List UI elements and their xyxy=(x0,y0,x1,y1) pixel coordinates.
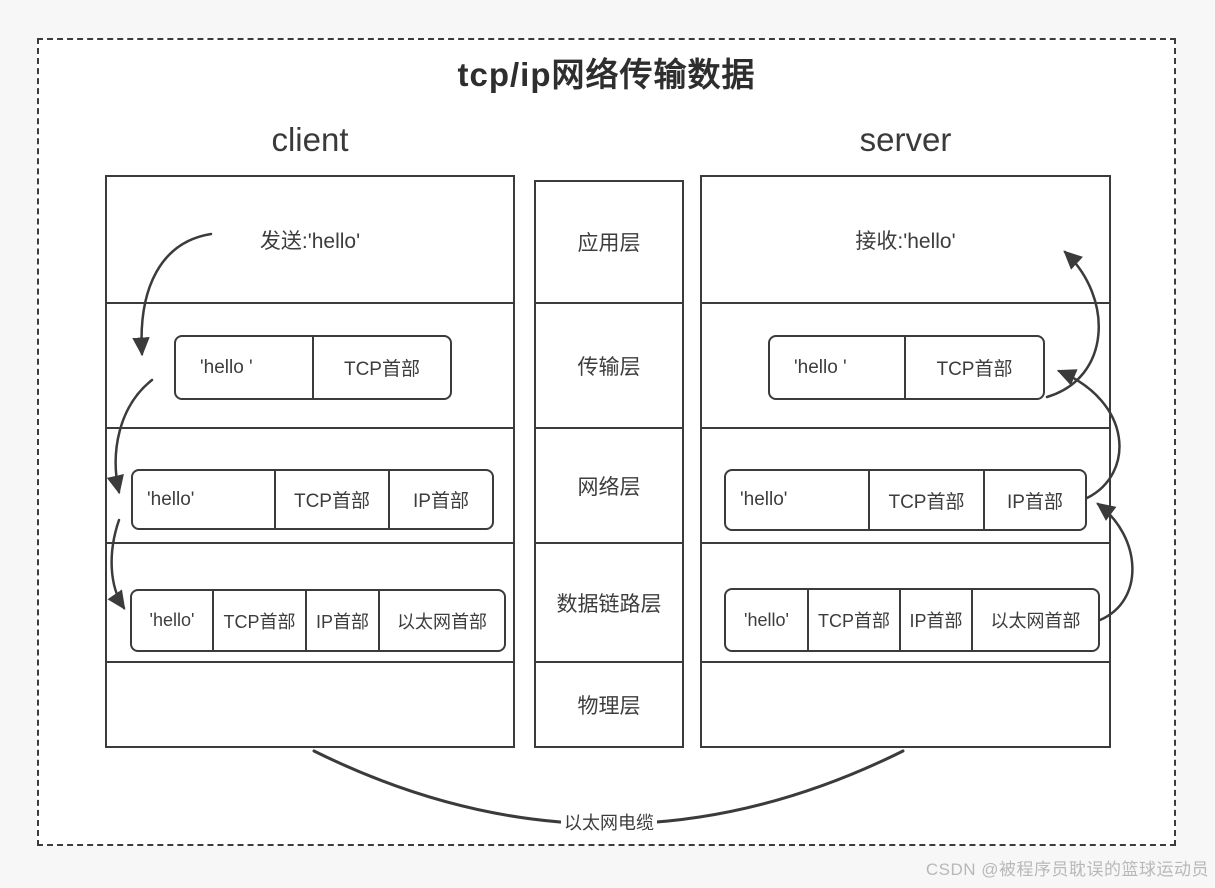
layer-label-physical: 物理层 xyxy=(577,694,641,718)
layer-label-transport: 传输层 xyxy=(577,355,641,379)
packet-cell-ethernet-header: 以太网首部 xyxy=(397,611,487,632)
layer-row-network: 网络层 xyxy=(536,429,682,544)
client-heading: client xyxy=(271,121,349,158)
client-transport-packet: 'hello ' TCP首部 xyxy=(174,335,452,400)
packet-cell-ip-header: IP首部 xyxy=(901,590,973,650)
server-transport-packet: 'hello ' TCP首部 xyxy=(768,335,1045,400)
server-receive-text: 接收:'hello' xyxy=(855,229,956,253)
client-physical-row xyxy=(107,663,513,746)
protocol-layer-column: 应用层 传输层 网络层 数据链路层 物理层 xyxy=(534,180,684,748)
packet-cell-tcp-header: TCP首部 xyxy=(214,591,307,650)
packet-cell-ip-header: IP首部 xyxy=(413,491,469,512)
server-stack: 接收:'hello' xyxy=(700,175,1111,748)
packet-cell-ip-header: IP首部 xyxy=(1007,491,1063,513)
packet-cell-tcp-header: TCP首部 xyxy=(870,471,985,529)
diagram-frame: tcp/ip网络传输数据 client server 发送:'hello' 应用… xyxy=(37,38,1176,846)
ethernet-cable-label: 以太网电缆 xyxy=(561,809,657,835)
layer-row-physical: 物理层 xyxy=(536,663,682,746)
packet-cell-payload: 'hello' xyxy=(726,590,809,650)
server-transport-row xyxy=(702,304,1109,429)
server-application-row: 接收:'hello' xyxy=(702,177,1109,304)
packet-cell-payload: 'hello ' xyxy=(176,337,314,398)
client-application-row: 发送:'hello' xyxy=(107,177,513,304)
client-network-row xyxy=(107,429,513,544)
layer-label-datalink: 数据链路层 xyxy=(556,592,662,616)
client-stack: 发送:'hello' xyxy=(105,175,515,748)
server-datalink-row xyxy=(702,544,1109,663)
client-datalink-packet: 'hello' TCP首部 IP首部 以太网首部 xyxy=(130,589,506,652)
packet-cell-ethernet-header: 以太网首部 xyxy=(990,611,1081,631)
server-network-packet: 'hello' TCP首部 IP首部 xyxy=(724,469,1087,531)
packet-cell-payload: 'hello' xyxy=(133,471,276,528)
client-transport-row xyxy=(107,304,513,429)
client-datalink-row xyxy=(107,544,513,663)
layer-label-application: 应用层 xyxy=(577,232,641,255)
layer-row-application: 应用层 xyxy=(536,182,682,304)
client-send-text: 发送:'hello' xyxy=(259,229,361,253)
packet-cell-payload: 'hello' xyxy=(132,591,214,650)
layer-row-transport: 传输层 xyxy=(536,304,682,429)
server-datalink-packet: 'hello' TCP首部 IP首部 以太网首部 xyxy=(724,588,1100,652)
packet-cell-payload: 'hello' xyxy=(726,471,870,529)
client-network-packet: 'hello' TCP首部 IP首部 xyxy=(131,469,494,530)
server-network-row xyxy=(702,429,1109,544)
packet-cell-payload: 'hello ' xyxy=(770,337,906,398)
watermark: CSDN @被程序员耽误的篮球运动员 xyxy=(925,860,1209,879)
server-physical-row xyxy=(702,663,1109,746)
packet-cell-tcp-header: TCP首部 xyxy=(936,359,1013,380)
packet-cell-tcp-header: TCP首部 xyxy=(276,471,390,528)
packet-cell-tcp-header: TCP首部 xyxy=(343,359,420,380)
packet-cell-tcp-header: TCP首部 xyxy=(809,590,901,650)
packet-cell-ip-header: IP首部 xyxy=(307,591,380,650)
server-heading: server xyxy=(859,121,952,158)
diagram-title: tcp/ip网络传输数据 xyxy=(457,56,756,93)
layer-row-datalink: 数据链路层 xyxy=(536,544,682,663)
layer-label-network: 网络层 xyxy=(577,475,641,499)
